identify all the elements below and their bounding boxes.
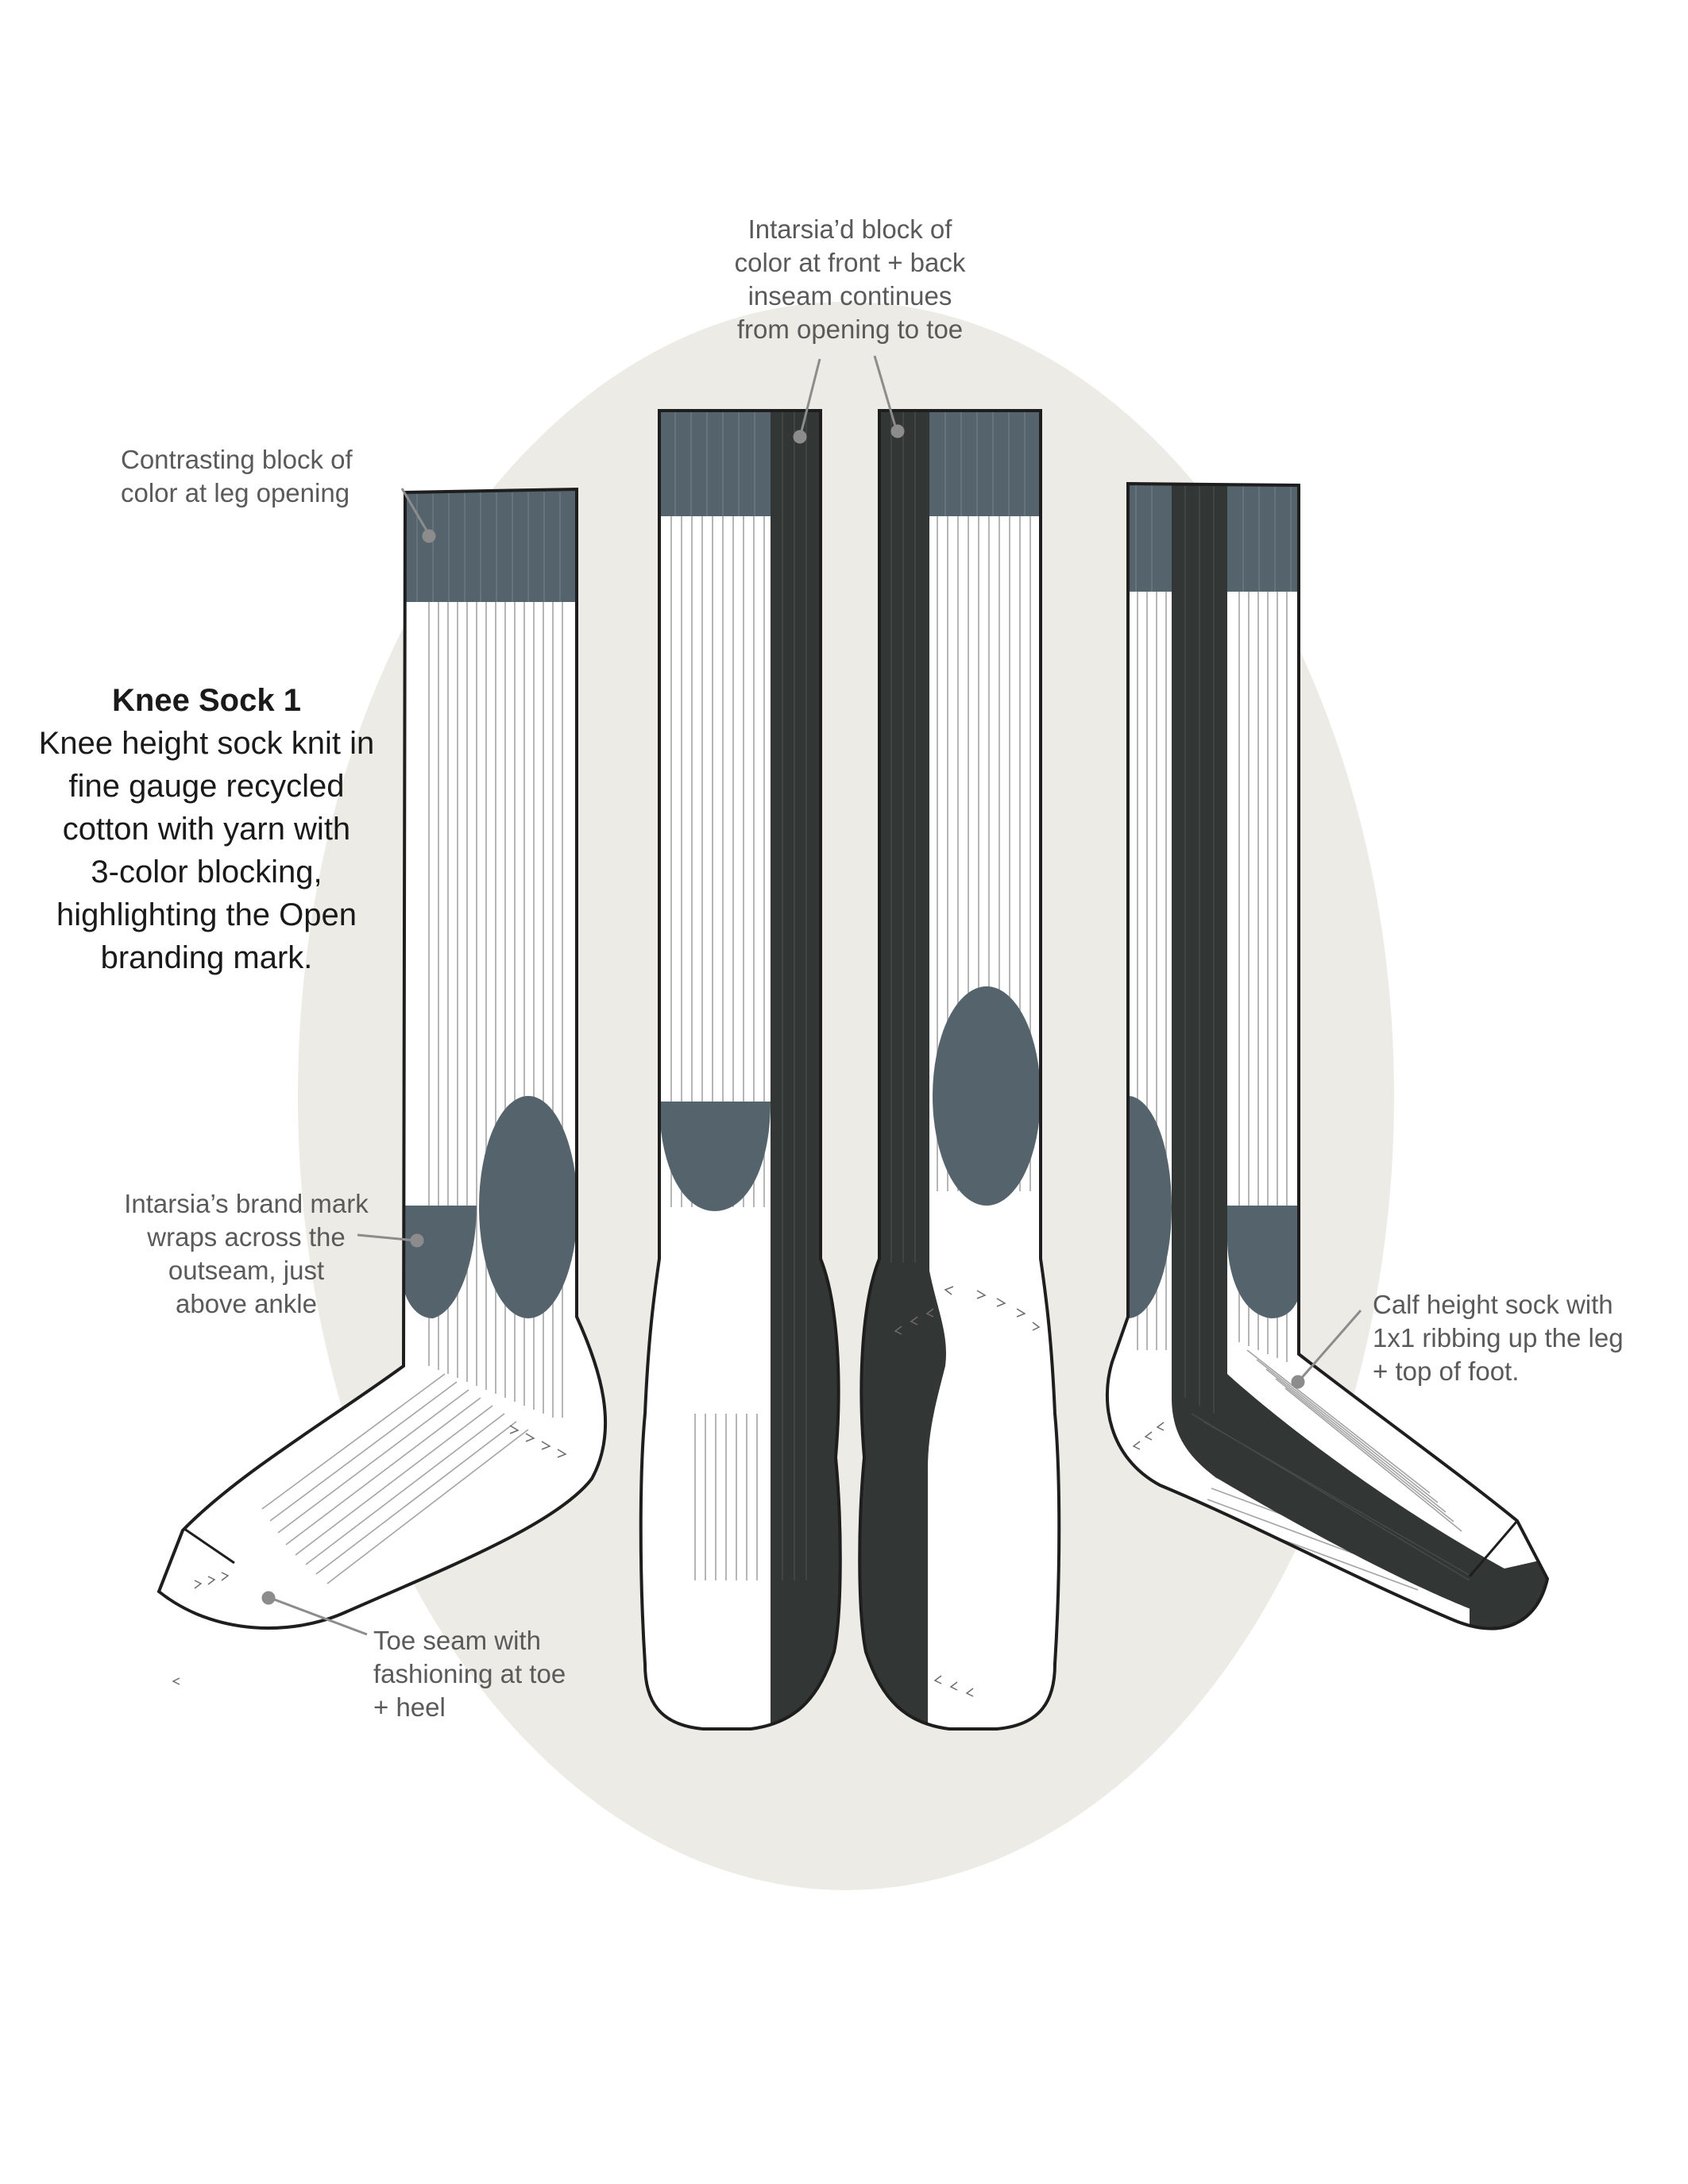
stray-mark xyxy=(172,1677,180,1685)
sock-side-view-left xyxy=(156,487,608,1630)
sock-a-leg-opening-block xyxy=(397,489,588,602)
annotation-leg-opening: Contrasting block of color at leg openin… xyxy=(121,445,353,507)
sock-front-view-b xyxy=(639,409,842,1731)
sock-back-view-c xyxy=(858,409,1061,1731)
product-description-block: Knee Sock 1 Knee height sock knit in fin… xyxy=(0,679,413,979)
annotation-brand-mark: Intarsia’s brand mark wraps across the o… xyxy=(124,1189,369,1318)
sock-d-inseam-block xyxy=(1172,484,1547,1628)
annotation-inseam: Intarsia’d block of color at front + bac… xyxy=(734,214,966,344)
sock-b-brand-mark xyxy=(659,1102,771,1211)
callout-leaders xyxy=(261,355,1362,1636)
sock-a-brand-mark xyxy=(479,1096,577,1318)
sock-a-brand-mark-half xyxy=(401,1206,477,1318)
product-description: Knee height sock knit in fine gauge recy… xyxy=(38,726,375,975)
sock-d-brand-mark-half xyxy=(1227,1206,1303,1318)
sock-b-leg-opening-block xyxy=(655,411,771,516)
annotation-toe-seam: Toe seam with fashioning at toe + heel xyxy=(373,1626,566,1722)
product-title: Knee Sock 1 xyxy=(112,683,301,718)
sock-a-fill xyxy=(159,489,606,1628)
annotation-calf-ribbing: Calf height sock with 1x1 ribbing up the… xyxy=(1373,1290,1624,1386)
sock-c-brand-mark xyxy=(933,986,1041,1206)
sock-c-leg-opening-block xyxy=(929,411,1049,516)
